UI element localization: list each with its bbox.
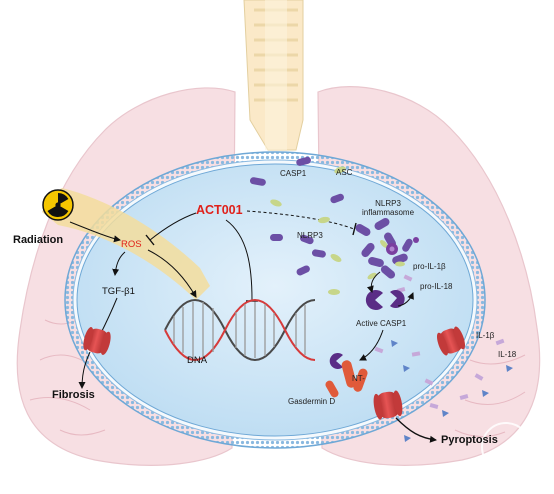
act001-label: ACT001: [196, 203, 243, 217]
gasdermin-d: [325, 352, 368, 398]
active-casp1-label: Active CASP1: [356, 319, 407, 328]
casp1-arrows: [359, 271, 414, 361]
il-release-particles: [374, 338, 513, 442]
ros-label: ROS: [121, 239, 142, 250]
cell: [64, 151, 486, 449]
casp1-molecules: [249, 156, 413, 279]
membrane-channel-icon: [83, 327, 111, 355]
dna-helix: [164, 299, 316, 361]
nt-label: NT-: [352, 374, 365, 383]
pyroptosis-arrow: [395, 417, 437, 443]
asc-label: ASC: [336, 168, 353, 177]
tgfb1-label: TGF-β1: [102, 286, 135, 297]
nlrp3-inflammasome-line2: inflammasome: [362, 208, 415, 217]
nlrp3-label: NLRP3: [297, 231, 323, 240]
il18-label: IL-18: [498, 350, 517, 359]
nlrp3-inflammasome-label: NLRP3 inflammasome: [362, 200, 414, 217]
radiation-label: Radiation: [13, 234, 64, 246]
trachea: [243, 0, 304, 151]
inflammasome-core: [386, 237, 419, 255]
watermark-seal: [481, 422, 531, 472]
radiation-hazard-icon: [42, 189, 74, 221]
pro-il18-label: pro-IL-18: [420, 282, 453, 291]
pro-il1b-label: pro-IL-1β: [413, 262, 446, 271]
radiation-beam: [42, 188, 210, 300]
il1b-label: IL-1β: [476, 331, 495, 340]
active-casp1-complex: [365, 290, 405, 310]
fibrosis-label: Fibrosis: [52, 389, 95, 401]
asc-molecules: [270, 166, 405, 295]
nlrp3-inflammasome-line1: NLRP3: [375, 199, 401, 208]
left-pathway-arrows: [69, 210, 357, 389]
dna-label: DNA: [187, 355, 208, 366]
membrane-channel-icon: [436, 326, 466, 356]
pyroptosis-label: Pyroptosis: [441, 434, 498, 446]
membrane-channel-icon: [373, 390, 403, 420]
gasdermin-d-label: Gasdermin D: [288, 397, 336, 406]
casp1-label: CASP1: [280, 169, 307, 178]
